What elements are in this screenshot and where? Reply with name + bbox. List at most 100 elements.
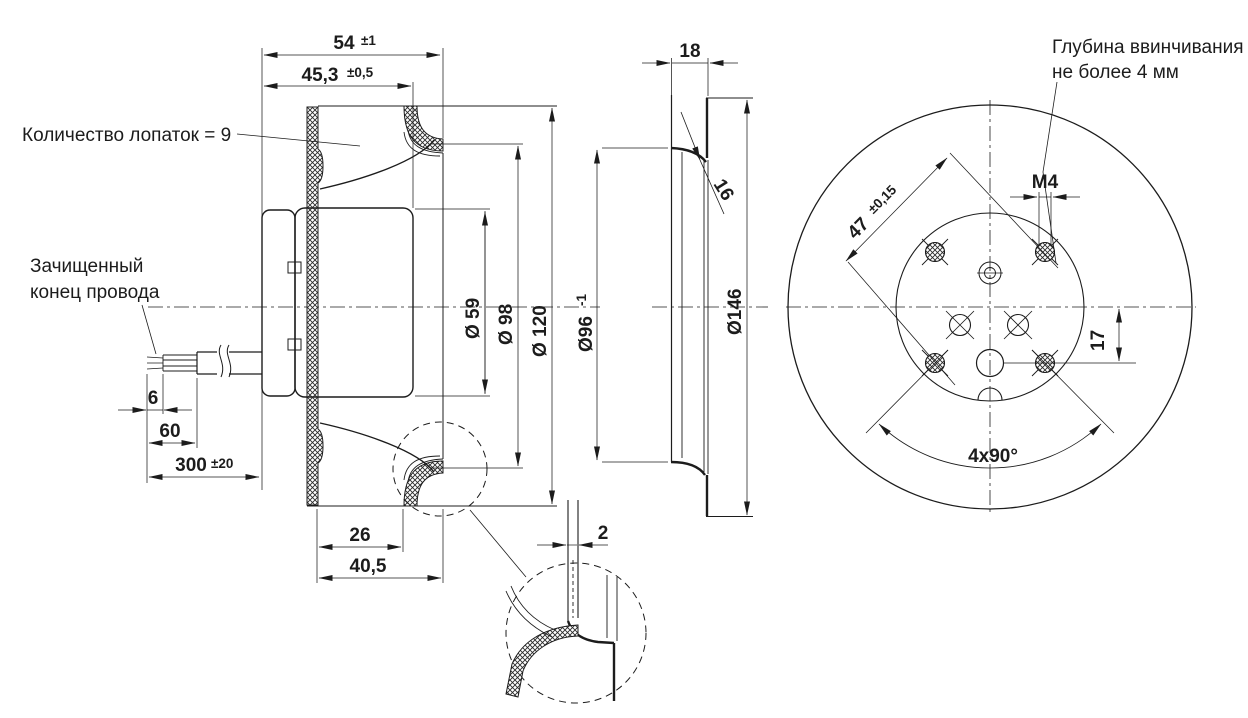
detail-view: 2 <box>505 500 647 704</box>
hole-circle <box>924 241 946 263</box>
arc-arrow-left <box>878 423 991 469</box>
dim-arrow <box>896 157 948 210</box>
dim-inlet-dia-value: Ø 98 <box>496 304 517 345</box>
dim-impeller-width-value: 40,5 <box>350 556 387 577</box>
dim-arrow <box>845 209 897 262</box>
motor-tab-bottom <box>287 338 302 351</box>
dim-thread: M4 <box>1010 172 1080 246</box>
dim-hole-pattern-value: 4x90° <box>968 446 1018 467</box>
dim-impeller-dia: Ø 120 <box>530 107 555 505</box>
leader-line <box>699 159 725 215</box>
dim-ring-lip-value: 16 <box>709 176 738 205</box>
ext-lines <box>415 208 490 397</box>
dim-ring-outer-dia: Ø146 <box>725 99 750 516</box>
dim-hole-pattern: 4x90° <box>865 349 1115 469</box>
dim-hole-offset-value: 17 <box>1088 330 1109 351</box>
screw-depth-label-line2: не более 4 мм <box>1052 62 1179 83</box>
dim-housing-depth: 45,3 ±0,5 <box>263 65 412 89</box>
inlet-lip-top <box>403 105 444 152</box>
screw-depth-leader <box>1042 81 1058 264</box>
hole-cross <box>1003 310 1033 340</box>
dim-ring-inner-dia: Ø96 -1 <box>574 149 600 461</box>
shroud-arc-top-2 <box>403 131 441 157</box>
ext-lines <box>865 349 1115 434</box>
dim-width-group: 26 40,5 <box>316 509 444 583</box>
dim-cable-length-value: 300 <box>175 455 207 476</box>
cable-sheath <box>196 351 262 375</box>
dim-ring-lip: 16 <box>680 111 738 215</box>
blade-contour-bottom <box>319 422 435 473</box>
hole-circle <box>1006 313 1030 337</box>
side-section-view: 54 ±1 45,3 ±0,5 Ø 59 Ø 98 <box>22 33 600 583</box>
shroud-arc-bottom-2 <box>403 455 441 481</box>
dim-housing-depth-value: 45,3 <box>302 65 339 86</box>
shroud-arc-top-1 <box>407 129 444 154</box>
detail-reference-circle <box>392 421 488 517</box>
x-hole-left <box>945 310 975 340</box>
inlet-lip-bottom <box>403 460 444 507</box>
dim-wire-group: 6 60 300 ±20 <box>118 374 260 483</box>
lip-sheet-lines <box>505 585 556 638</box>
blade-contour-top <box>319 139 435 190</box>
dim-gap-value: 2 <box>598 523 609 544</box>
shaft-circle <box>975 348 1005 378</box>
cable-break-symbol <box>218 344 232 378</box>
dim-motor-dia: Ø 59 <box>415 208 490 397</box>
ext-lines <box>431 143 523 469</box>
dim-bolt-circle-value: 47 <box>844 214 874 244</box>
shroud-arc-bottom-1 <box>407 458 444 483</box>
wire-end-leader <box>141 304 157 355</box>
dim-gap: 2 <box>537 523 609 548</box>
wire-end-label-line2: конец провода <box>30 282 160 303</box>
dim-hole-offset: 17 <box>1088 308 1122 362</box>
inlet-ring-view: 18 16 Ø96 -1 Ø146 <box>574 41 768 517</box>
ring-bellmouth-top <box>670 146 707 163</box>
detail-leader <box>469 509 527 578</box>
dim-hub-width-value: 26 <box>349 525 370 546</box>
detail-circle <box>505 562 647 704</box>
dim-ring-inner-dia-tol: -1 <box>574 294 589 306</box>
impeller-lip-magnified <box>505 624 579 698</box>
m4-hole-top-right <box>1031 238 1059 266</box>
hole-cross <box>945 310 975 340</box>
ext-lines <box>1038 192 1052 246</box>
dim-total-depth-value: 54 <box>333 33 355 54</box>
dim-bare-wire-value: 6 <box>148 388 159 409</box>
dim-cable-length-tol: ±20 <box>211 456 233 471</box>
dim-total-depth: 54 ±1 <box>261 33 444 490</box>
wire-end-label-line1: Зачищенный <box>30 256 143 277</box>
hole-circle <box>1034 241 1056 263</box>
arc-arrow-right <box>989 423 1102 469</box>
blade-count-label: Количество лопаток = 9 <box>22 125 231 146</box>
shroud-corner <box>566 620 615 645</box>
impeller-back-plate <box>306 106 324 506</box>
dim-thread-value: M4 <box>1032 172 1059 193</box>
dim-ring-depth: 18 <box>642 41 738 66</box>
m4-hole-top-left <box>921 238 949 266</box>
dim-total-depth-tol: ±1 <box>361 33 376 48</box>
blade-count-leader <box>236 133 361 147</box>
dim-ring-depth-value: 18 <box>679 41 700 62</box>
dim-ring-outer-dia-value: Ø146 <box>725 289 746 335</box>
bare-wire-ends <box>146 356 164 370</box>
ext-line-1 <box>949 152 1059 269</box>
rear-view: 17 M4 Глубина ввинчивания не более 4 мм … <box>786 37 1244 516</box>
ring-thin-lines <box>606 575 618 641</box>
ring-bellmouth-bottom <box>670 460 706 476</box>
cable <box>146 344 262 378</box>
motor-rear-housing <box>261 209 296 397</box>
screw-depth-label-line1: Глубина ввинчивания <box>1052 37 1244 58</box>
leader-arrow <box>680 111 701 161</box>
cable-notch <box>977 387 1003 401</box>
ext-lines <box>146 374 198 483</box>
motor-tab-top <box>287 261 302 274</box>
ring-right-lines <box>703 160 709 474</box>
ext-lines <box>316 509 444 583</box>
dim-impeller-dia-value: Ø 120 <box>530 305 551 357</box>
ext-inner-dia <box>602 147 668 463</box>
ext-line-2 <box>847 261 956 386</box>
x-hole-right <box>1003 310 1033 340</box>
wire-bundle <box>162 354 197 372</box>
